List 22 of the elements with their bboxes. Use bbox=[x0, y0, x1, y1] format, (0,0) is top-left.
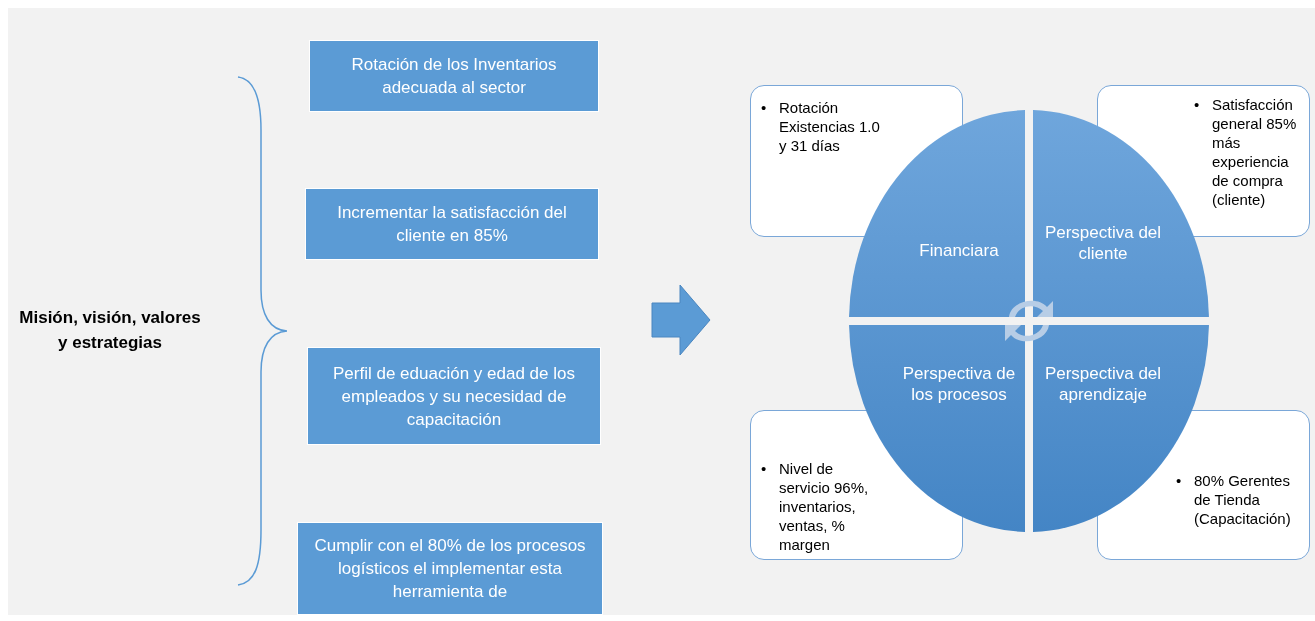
bullet-text: Rotación Existencias 1.0 y 31 días bbox=[779, 98, 881, 155]
quadrant-segment bbox=[1033, 110, 1209, 317]
quadrant-label: Perspectiva del cliente bbox=[1043, 222, 1163, 264]
heading-text: Misión, visión, valores y estrategias bbox=[18, 307, 202, 354]
bullet-mark: • bbox=[761, 459, 768, 479]
bullet-mark: • bbox=[1194, 95, 1201, 115]
bullet-mark: • bbox=[1176, 471, 1183, 491]
goal-box bbox=[297, 522, 603, 615]
bullet-text: Satisfacción general 85% más experiencia de compra (cliente) bbox=[1212, 95, 1298, 209]
quadrant-label: Perspectiva de los procesos bbox=[901, 363, 1017, 405]
bullet-mark: • bbox=[761, 98, 768, 118]
goal-box bbox=[307, 347, 601, 445]
quadrant-label: Financiara bbox=[918, 240, 1000, 261]
bullet-text: Nivel de servicio 96%, inventarios, ventas, % margen bbox=[779, 459, 870, 554]
goal-text: Incrementar la satisfacción del cliente en 85% bbox=[336, 202, 568, 247]
goal-text: Perfil de eduación y edad de los empleados y su necesidad de capacitación bbox=[332, 362, 576, 431]
goal-text: Cumplir con el 80% de los procesos logísticos el implementar esta herramienta de bbox=[313, 535, 587, 603]
goal-box bbox=[309, 40, 599, 112]
goal-box bbox=[305, 188, 599, 260]
bullet-text: 80% Gerentes de Tienda (Capacitación) bbox=[1194, 471, 1292, 528]
quadrant-label: Perspectiva del aprendizaje bbox=[1043, 363, 1163, 405]
goal-text: Rotación de los Inventarios adecuada al sector bbox=[350, 54, 558, 99]
